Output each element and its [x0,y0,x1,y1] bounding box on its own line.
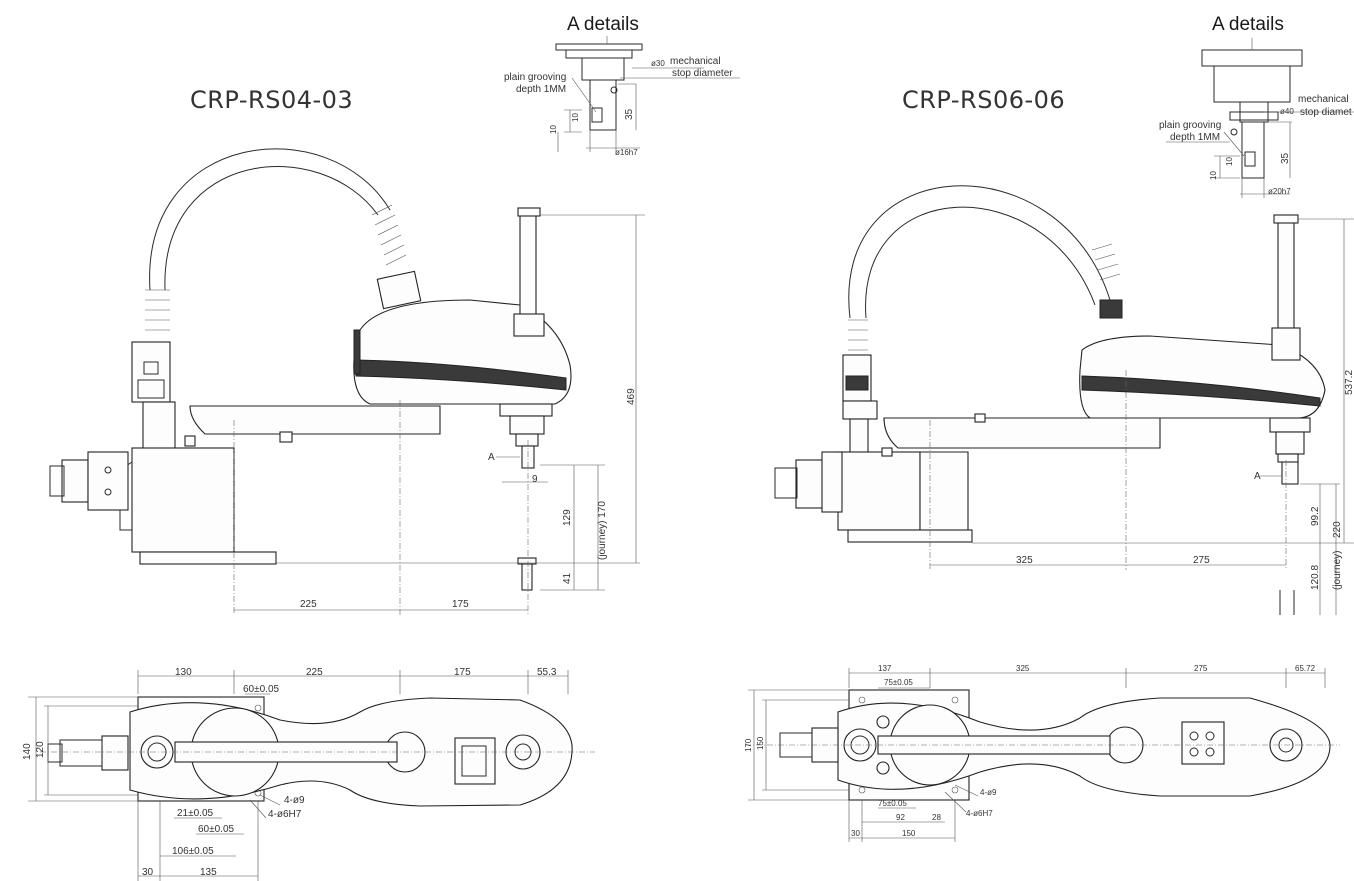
left-top-holes-small: 4-ø6H7 [268,809,302,820]
left-side-view: 469 9 A 129 (journey) 170 41 225 175 [49,148,645,615]
left-detail-dim-35: 35 [624,108,635,120]
right-side-arm2: 275 [1193,555,1210,566]
right-side-journey: (journey) [1332,551,1343,590]
right-side-arm1: 325 [1016,555,1033,566]
left-top-dim-130: 130 [175,667,192,678]
right-top-view: 75±0.05 137 325 275 65.72 170 150 4-ø9 4… [744,664,1340,842]
left-top-dim-225: 225 [306,667,323,678]
left-model-drawing: CRP-RS04-03 A details ø30 mechanical [22,14,740,881]
right-detail-dim-10a: 10 [1209,171,1218,180]
left-top-dim-135: 135 [200,867,217,878]
left-side-dim-41: 41 [562,572,573,584]
left-detail-grooving-1: plain grooving [504,72,566,83]
right-side-dim-120-8: 120.8 [1310,565,1321,590]
right-detail-stop-value: ø40 [1280,107,1294,116]
left-top-dim-106: 106±0.05 [172,846,214,857]
left-side-height: 469 [626,388,637,405]
left-top-holes-large: 4-ø9 [284,795,305,806]
right-top-dim-150: 150 [756,736,765,750]
right-detail-grooving-1: plain grooving [1159,120,1221,131]
left-side-marker-a: A [488,452,495,463]
left-detail-heading: A details [567,14,639,35]
right-top-dim-92: 92 [896,813,905,822]
right-top-dim-75-top: 75±0.05 [884,678,913,687]
left-top-view: 130 225 175 55.3 60±0.05 140 120 4-ø9 4-… [22,667,595,881]
right-detail-view: A details mechanical ø40 stop diamet pla… [1159,14,1354,198]
left-side-journey: (journey) 170 [597,501,608,560]
left-detail-dim-10a: 10 [549,125,558,134]
right-top-dim-30: 30 [851,829,860,838]
right-top-dim-325: 325 [1016,664,1030,673]
right-model-title: CRP-RS06-06 [902,86,1065,114]
left-top-dim-175: 175 [454,667,471,678]
left-side-offset: 9 [532,474,538,485]
left-detail-stop-label-1: mechanical [670,56,721,67]
right-top-dim-65-72: 65.72 [1295,664,1316,673]
left-detail-dim-10b: 10 [571,113,580,122]
right-model-drawing: CRP-RS06-06 A details mechanical ø40 [744,14,1354,842]
left-top-dim-60-bottom: 60±0.05 [198,824,235,835]
right-top-dim-170: 170 [744,738,753,752]
left-detail-view: A details ø30 mechanical stop diameter p… [504,14,740,157]
right-side-marker-a: A [1254,471,1261,482]
right-side-view: 537.2 A 99.2 220 (journey) 120.8 325 275 [774,185,1354,615]
left-side-dim-129: 129 [562,509,573,526]
left-detail-shaft-diameter: ø16h7 [615,148,638,157]
right-top-dim-275: 275 [1194,664,1208,673]
right-top-dim-137: 137 [878,664,892,673]
right-detail-heading: A details [1212,14,1284,35]
left-model-title: CRP-RS04-03 [190,86,353,114]
right-detail-dim-35: 35 [1280,152,1291,164]
right-top-dim-150-bottom: 150 [902,829,916,838]
left-detail-stop-value: ø30 [651,59,665,68]
right-top-holes-small: 4-ø6H7 [966,809,993,818]
right-detail-dim-10b: 10 [1225,157,1234,166]
left-top-dim-120: 120 [35,741,46,758]
right-detail-shaft-diameter: ø20h7 [1268,187,1291,196]
left-top-dim-30: 30 [142,867,154,878]
left-detail-stop-label-2: stop diameter [672,68,733,79]
left-top-dim-60-top: 60±0.05 [243,684,280,695]
left-top-dim-55-3: 55.3 [537,667,557,678]
left-side-arm2: 175 [452,599,469,610]
right-side-dim-220: 220 [1332,521,1343,538]
right-detail-stop-label-2: stop diamet [1300,107,1352,118]
right-top-holes-large: 4-ø9 [980,788,997,797]
right-detail-stop-label-1: mechanical [1298,94,1349,105]
right-side-height: 537.2 [1344,370,1354,395]
right-side-dim-99-2: 99.2 [1310,506,1321,526]
right-top-dim-28: 28 [932,813,941,822]
right-top-dim-75-bottom: 75±0.05 [878,799,907,808]
left-detail-grooving-2: depth 1MM [516,84,566,95]
left-top-dim-21: 21±0.05 [177,808,214,819]
left-side-arm1: 225 [300,599,317,610]
right-detail-grooving-2: depth 1MM [1170,132,1220,143]
left-top-dim-140: 140 [22,743,33,760]
